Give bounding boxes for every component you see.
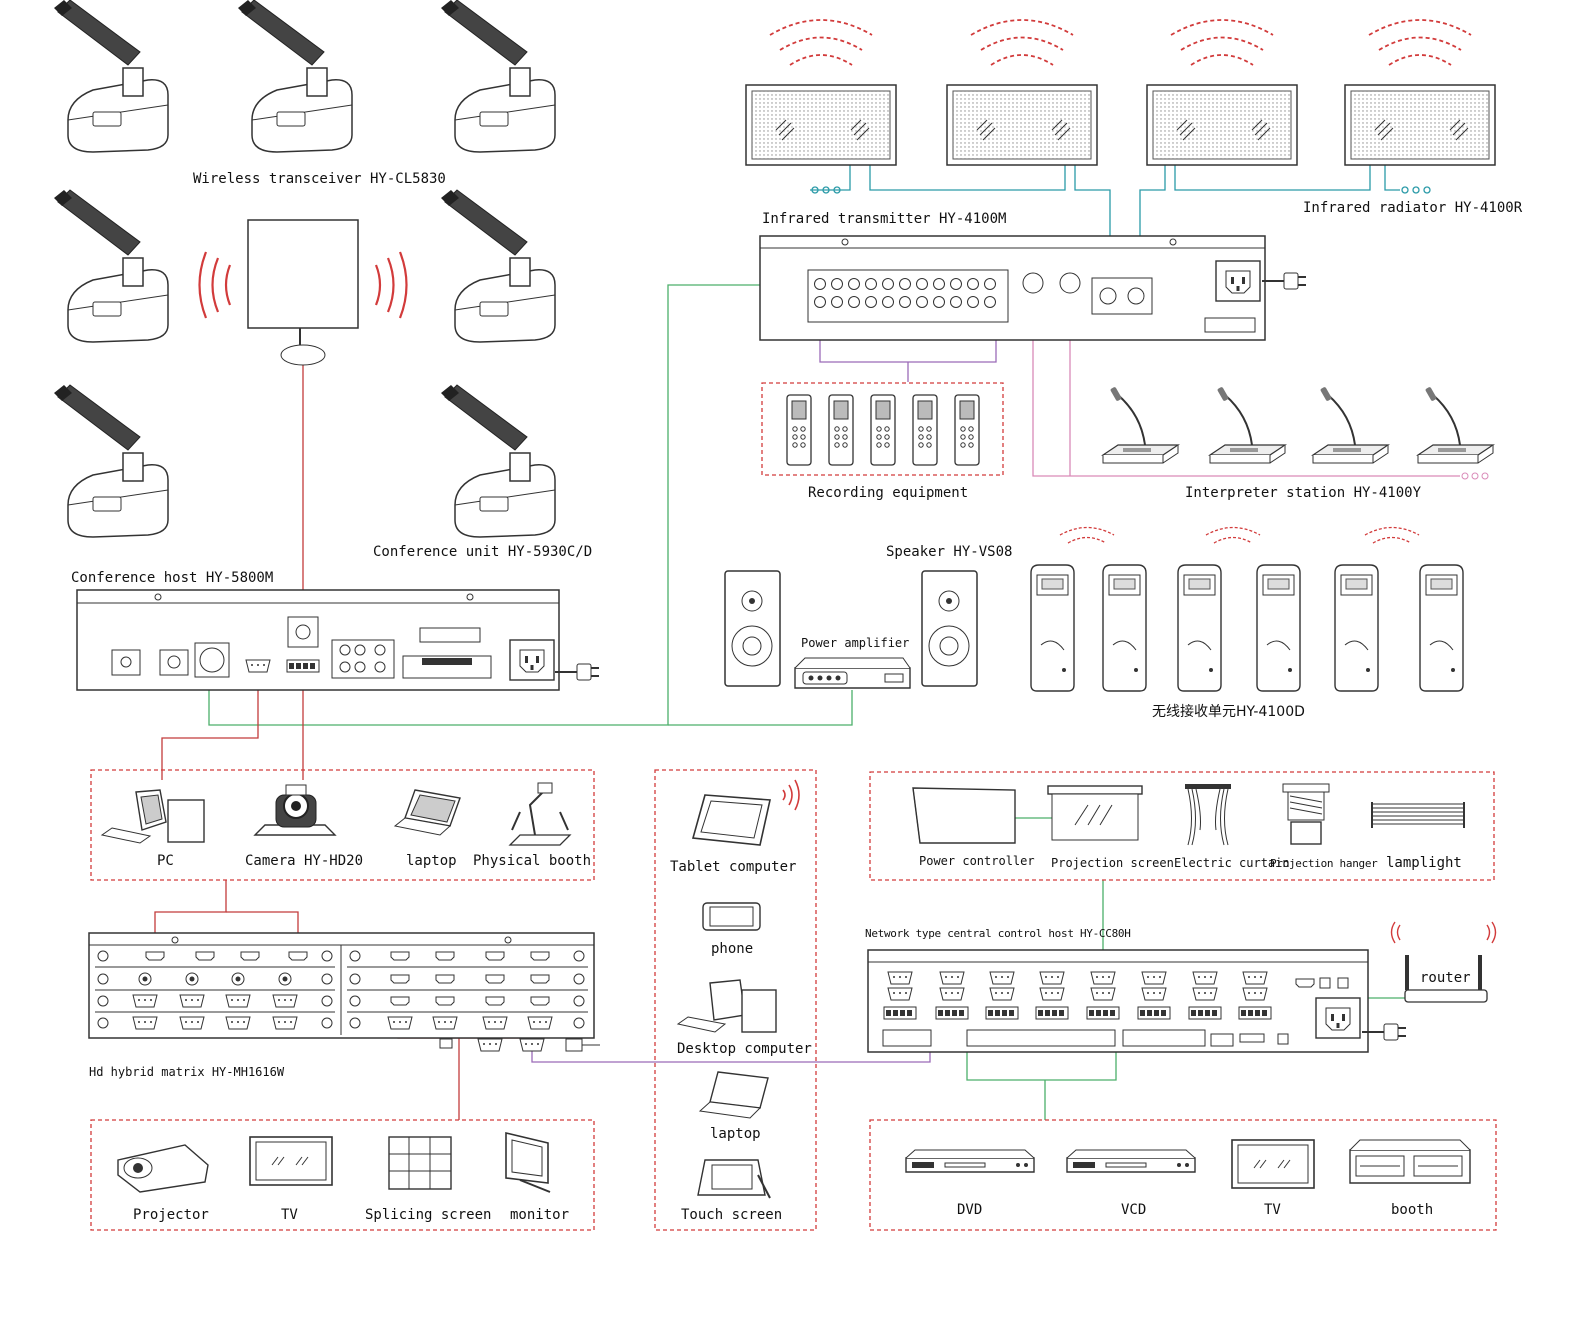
laptop2-icon <box>698 1071 769 1119</box>
recorder-icon <box>786 394 980 466</box>
conference-host-label: Conference host HY-5800M <box>71 570 274 586</box>
network-host-label: Network type central control host HY-CC8… <box>865 927 1131 940</box>
infrared-transmitter-label: Infrared transmitter HY-4100M <box>762 211 1007 227</box>
interpreter-station-label: Interpreter station HY-4100Y <box>1185 485 1422 501</box>
router-label: router <box>1420 970 1471 986</box>
splicing-screen-icon <box>388 1136 452 1190</box>
conference-host-device <box>76 589 600 691</box>
projection-hanger-label: Projection hanger <box>1270 857 1378 870</box>
tablet-label: Tablet computer <box>670 859 797 875</box>
wireless-receiver-label: 无线接收单元HY-4100D <box>1152 704 1305 720</box>
source-device-box <box>90 769 595 881</box>
hd-matrix-device <box>88 932 600 1052</box>
booth2-icon <box>1349 1139 1471 1184</box>
touch-screen-icon <box>697 1159 771 1199</box>
touch-screen-label: Touch screen <box>681 1207 783 1223</box>
control-device-box <box>869 771 1495 881</box>
power-controller-icon <box>912 787 1016 844</box>
tv2-icon <box>1231 1139 1315 1189</box>
infrared-radiator-label: Infrared radiator HY-4100R <box>1303 200 1523 216</box>
lamplight-label: lamplight <box>1386 855 1462 871</box>
laptop-label: laptop <box>406 853 457 869</box>
power-amplifier-icon <box>794 657 911 689</box>
interpreter-station-icon <box>1102 385 1494 480</box>
physical-booth-icon <box>508 782 572 846</box>
projection-screen-label: Projection screen <box>1051 856 1174 870</box>
desktop-computer-icon <box>676 979 777 1033</box>
tablet-icon <box>691 779 800 846</box>
media-device-box <box>869 1119 1497 1231</box>
central-control-device <box>867 949 1407 1053</box>
tv2-label: TV <box>1264 1202 1281 1218</box>
tv-icon <box>249 1136 333 1186</box>
phone-label: phone <box>711 941 754 957</box>
projection-hanger-icon <box>1282 783 1330 845</box>
wireless-receiver-icon <box>1030 526 1464 692</box>
dvd-icon <box>905 1149 1035 1173</box>
power-controller-label: Power controller <box>919 854 1035 868</box>
phone-icon <box>702 902 761 931</box>
laptop2-label: laptop <box>710 1126 761 1142</box>
monitor-icon <box>505 1131 551 1193</box>
infrared-transmitter-device <box>759 235 1307 341</box>
conference-unit-label: Conference unit HY-5930C/D <box>373 544 593 560</box>
vcd-icon <box>1066 1149 1196 1173</box>
vcd-label: VCD <box>1121 1202 1147 1218</box>
booth-label: booth <box>1391 1202 1434 1218</box>
projector-label: Projector <box>133 1207 209 1223</box>
camera-icon <box>253 784 337 836</box>
projection-screen-icon <box>1047 785 1143 841</box>
physical-booth-label: Physical booth <box>473 853 592 869</box>
display-device-box <box>90 1119 595 1231</box>
electric-curtain-label: Electric curtain <box>1174 856 1290 870</box>
camera-label: Camera HY-HD20 <box>245 853 364 869</box>
desktop-label: Desktop computer <box>677 1041 812 1057</box>
monitor-label: monitor <box>510 1207 570 1223</box>
wireless-transceiver-label: Wireless transceiver HY-CL5830 <box>193 171 446 187</box>
electric-curtain-icon <box>1185 784 1231 846</box>
laptop-icon <box>393 789 461 836</box>
splicing-screen-label: Splicing screen <box>365 1207 492 1223</box>
power-amplifier-label: Power amplifier <box>801 636 910 650</box>
infrared-radiator-icon <box>745 19 1496 194</box>
mobile-device-box <box>654 769 817 1231</box>
lamplight-icon <box>1371 802 1465 828</box>
antenna-panel-icon <box>198 219 408 366</box>
tv-label: TV <box>281 1207 298 1223</box>
pc-icon <box>100 789 205 844</box>
dvd-label: DVD <box>957 1202 983 1218</box>
pc-label: PC <box>157 853 174 869</box>
hd-matrix-label: Hd hybrid matrix HY-MH1616W <box>89 1065 285 1079</box>
projector-icon <box>117 1144 209 1193</box>
recording-box <box>761 382 1004 476</box>
router-icon <box>1390 921 1497 1003</box>
speaker-label: Speaker HY-VS08 <box>886 544 1013 560</box>
recording-equipment-label: Recording equipment <box>808 485 969 501</box>
